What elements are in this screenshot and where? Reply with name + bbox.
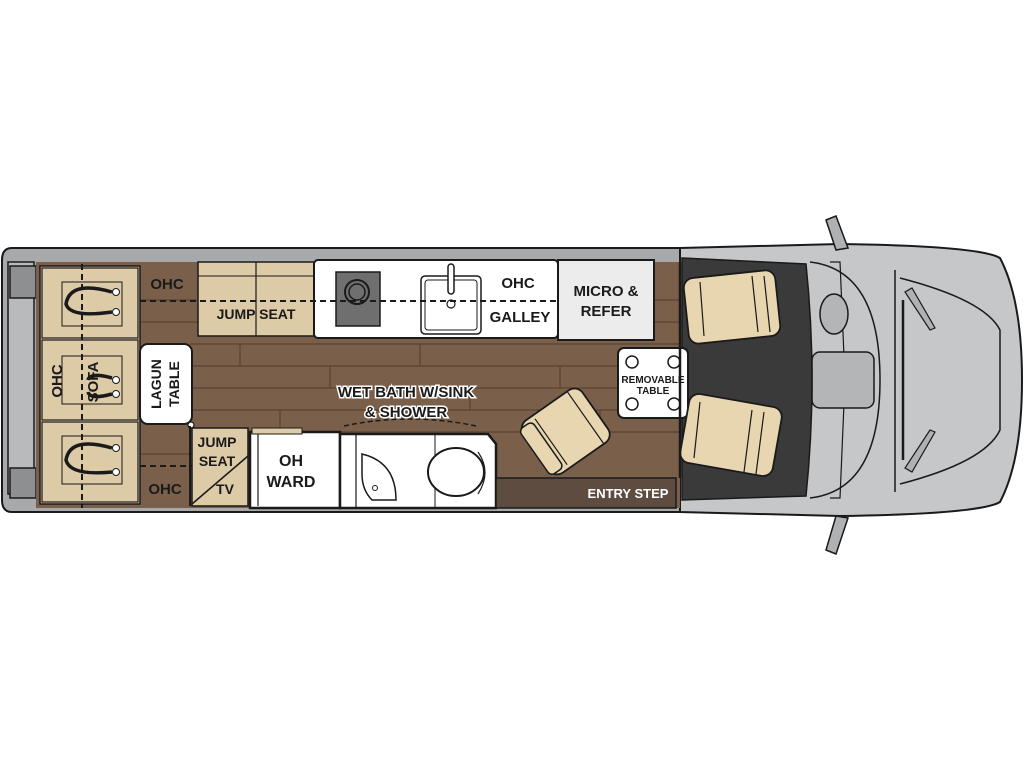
label-entry-step: ENTRY STEP [588, 486, 669, 501]
label-wet-bath-1: WET BATH W/SINK [338, 384, 475, 401]
jump-seat-bottom [189, 426, 249, 507]
label-sofa: SOFA [85, 361, 102, 402]
entry-step [495, 477, 677, 509]
shower-sink-icon [361, 453, 397, 501]
wet-bath [338, 418, 498, 510]
steering-wheel [819, 293, 849, 335]
label-oh-ward-1: OH [279, 453, 303, 470]
label-galley: GALLEY [490, 309, 551, 326]
jump-seat-top [197, 261, 315, 337]
center-console [811, 351, 875, 409]
label-ohc-rear-bottom: OHC [148, 481, 182, 498]
micro-refer [557, 259, 655, 341]
label-removable-table-1: REMOVABLE [621, 375, 684, 386]
removable-table [617, 347, 689, 419]
label-micro-refer-1: MICRO & [574, 283, 639, 300]
label-micro-refer-2: REFER [581, 303, 632, 320]
side-mirror-bottom [825, 515, 849, 555]
galley [313, 259, 559, 339]
toilet-icon [427, 447, 485, 497]
cab-seat-driver [682, 269, 782, 345]
lagun-table [139, 343, 195, 429]
swivel-chair-rear [519, 387, 611, 476]
label-lagun-table-2: TABLE [166, 361, 182, 407]
label-removable-table-2: TABLE [637, 386, 670, 397]
sofa [39, 264, 141, 508]
cab [679, 215, 1024, 555]
label-galley-ohc: OHC [501, 275, 535, 292]
label-lagun-table-1: LAGUN [148, 359, 164, 409]
label-jump-seat-bottom-2: SEAT [199, 453, 236, 469]
faucet-icon [447, 263, 455, 295]
label-tv: TV [216, 481, 235, 497]
side-mirror-top [825, 215, 850, 251]
label-jump-seat-top: JUMP SEAT [217, 306, 296, 322]
label-ohc-sofa: OHC [49, 364, 66, 398]
label-oh-ward-2: WARD [267, 474, 316, 491]
label-ohc-rear-top: OHC [150, 276, 184, 293]
cab-seat-passenger [679, 393, 783, 477]
label-jump-seat-bottom-1: JUMP [198, 434, 237, 450]
label-wet-bath-2: & SHOWER [365, 404, 448, 421]
